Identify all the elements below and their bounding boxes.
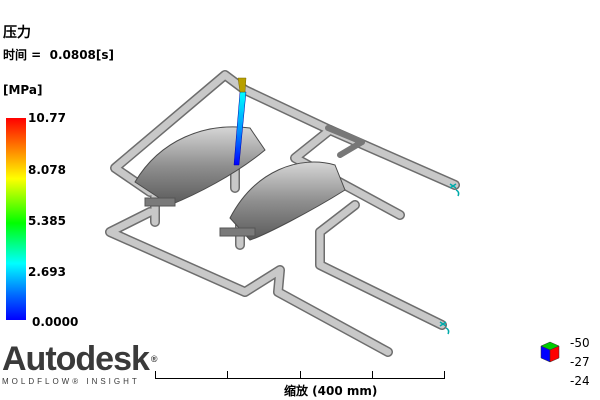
result-title: 压力 [3,25,31,41]
logo-wordmark: Autodesk [2,340,150,378]
sprue [233,77,247,166]
scale-tick [372,371,373,379]
molded-part-left [134,126,266,207]
legend-tick-min: 0.0000 [32,315,79,329]
logo-registered-mark: ® [150,354,158,364]
molded-part-right [219,161,346,241]
legend-colorbar [6,118,26,320]
scale-label: 缩放 (400 mm) [284,384,378,398]
time-readout: 时间 = 0.0808[s] [3,48,115,62]
legend-tick-4: 2.693 [28,265,66,279]
view-angle-y: -27 [570,355,590,369]
legend-tick-2: 8.078 [28,163,66,177]
legend-tick-3: 5.385 [28,214,66,228]
injection-markers [439,183,460,335]
runner-system [105,70,460,357]
scale-tick [155,371,156,379]
legend-tick-max: 10.77 [28,111,66,125]
scale-tick [227,371,228,379]
scale-tick [300,371,301,379]
autodesk-logo: Autodesk® MOLDFLOW® INSIGHT [2,340,158,386]
orientation-triad-icon[interactable] [538,340,562,366]
view-angle-x: -50 [570,336,590,350]
logo-subtitle: MOLDFLOW® INSIGHT [2,377,140,386]
view-angle-z: -24 [570,374,590,388]
scale-tick [444,371,445,379]
legend-unit: [MPa] [3,83,43,97]
